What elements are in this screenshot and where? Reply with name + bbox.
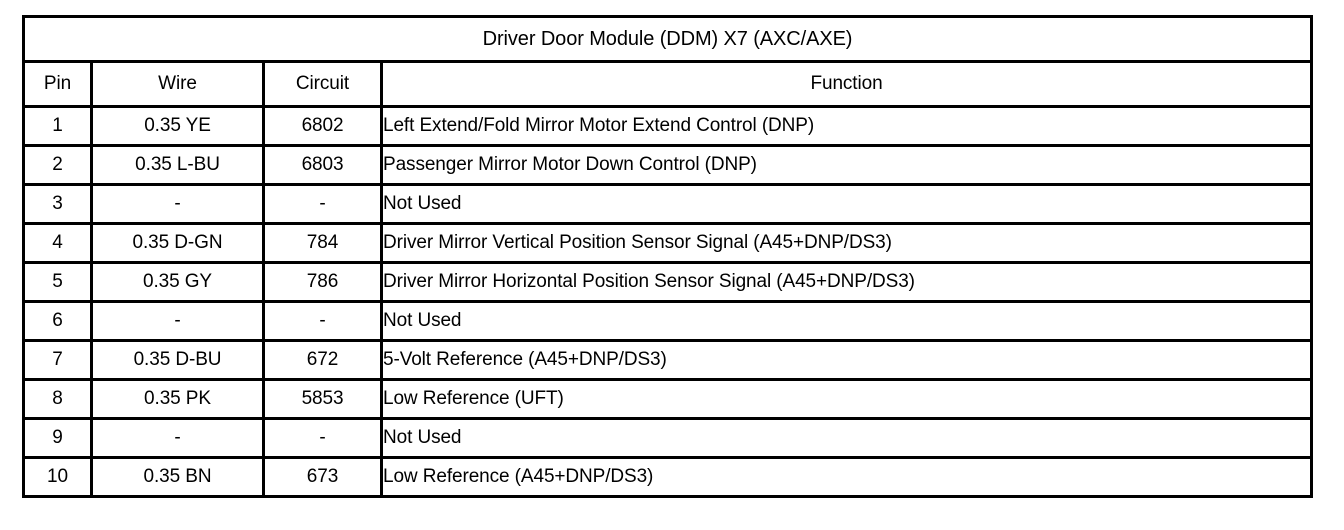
cell-function: Low Reference (UFT) [379, 378, 1314, 420]
cell-circuit: - [262, 183, 383, 225]
cell-wire: 0.35 BN [90, 456, 265, 498]
cell-function: Not Used [379, 183, 1314, 225]
column-header-pin: Pin [22, 60, 93, 108]
cell-function: Not Used [379, 300, 1314, 342]
column-header-function: Function [379, 60, 1314, 108]
connector-pinout-table: Driver Door Module (DDM) X7 (AXC/AXE) Pi… [21, 15, 1314, 498]
cell-circuit: 786 [262, 261, 383, 303]
cell-circuit: - [262, 417, 383, 459]
cell-function: Left Extend/Fold Mirror Motor Extend Con… [379, 105, 1314, 147]
cell-wire: 0.35 L-BU [90, 144, 265, 186]
cell-pin: 9 [22, 417, 93, 459]
cell-function: 5-Volt Reference (A45+DNP/DS3) [379, 339, 1314, 381]
cell-wire: - [90, 183, 265, 225]
cell-circuit: 673 [262, 456, 383, 498]
column-header-circuit: Circuit [262, 60, 383, 108]
cell-pin: 2 [22, 144, 93, 186]
cell-circuit: 5853 [262, 378, 383, 420]
cell-pin: 5 [22, 261, 93, 303]
cell-pin: 8 [22, 378, 93, 420]
column-header-wire: Wire [90, 60, 265, 108]
pinout-table-container: Driver Door Module (DDM) X7 (AXC/AXE) Pi… [21, 15, 1314, 498]
cell-wire: 0.35 PK [90, 378, 265, 420]
cell-wire: 0.35 YE [90, 105, 265, 147]
cell-circuit: - [262, 300, 383, 342]
cell-pin: 4 [22, 222, 93, 264]
cell-wire: 0.35 D-BU [90, 339, 265, 381]
cell-function: Passenger Mirror Motor Down Control (DNP… [379, 144, 1314, 186]
cell-wire: 0.35 GY [90, 261, 265, 303]
cell-pin: 7 [22, 339, 93, 381]
table-title: Driver Door Module (DDM) X7 (AXC/AXE) [21, 15, 1314, 63]
table-row: 3 - - Not Used [22, 183, 1314, 225]
table-row: 7 0.35 D-BU 672 5-Volt Reference (A45+DN… [22, 339, 1314, 381]
table-row: 2 0.35 L-BU 6803 Passenger Mirror Motor … [22, 144, 1314, 186]
table-row: 9 - - Not Used [22, 417, 1314, 459]
cell-function: Driver Mirror Horizontal Position Sensor… [379, 261, 1314, 303]
cell-circuit: 6802 [262, 105, 383, 147]
cell-pin: 6 [22, 300, 93, 342]
cell-pin: 10 [22, 456, 93, 498]
table-row: 6 - - Not Used [22, 300, 1314, 342]
table-row: 8 0.35 PK 5853 Low Reference (UFT) [22, 378, 1314, 420]
cell-wire: 0.35 D-GN [90, 222, 265, 264]
cell-function: Low Reference (A45+DNP/DS3) [379, 456, 1314, 498]
table-title-row: Driver Door Module (DDM) X7 (AXC/AXE) [21, 15, 1314, 63]
cell-circuit: 784 [262, 222, 383, 264]
cell-function: Not Used [379, 417, 1314, 459]
cell-circuit: 672 [262, 339, 383, 381]
cell-wire: - [90, 417, 265, 459]
pinout-table-body: Driver Door Module (DDM) X7 (AXC/AXE) Pi… [21, 15, 1314, 498]
cell-wire: - [90, 300, 265, 342]
cell-function: Driver Mirror Vertical Position Sensor S… [379, 222, 1314, 264]
table-row: 4 0.35 D-GN 784 Driver Mirror Vertical P… [22, 222, 1314, 264]
table-header-row: Pin Wire Circuit Function [22, 60, 1314, 108]
table-row: 10 0.35 BN 673 Low Reference (A45+DNP/DS… [22, 456, 1314, 498]
cell-pin: 3 [22, 183, 93, 225]
table-row: 1 0.35 YE 6802 Left Extend/Fold Mirror M… [22, 105, 1314, 147]
cell-pin: 1 [22, 105, 93, 147]
cell-circuit: 6803 [262, 144, 383, 186]
table-row: 5 0.35 GY 786 Driver Mirror Horizontal P… [22, 261, 1314, 303]
